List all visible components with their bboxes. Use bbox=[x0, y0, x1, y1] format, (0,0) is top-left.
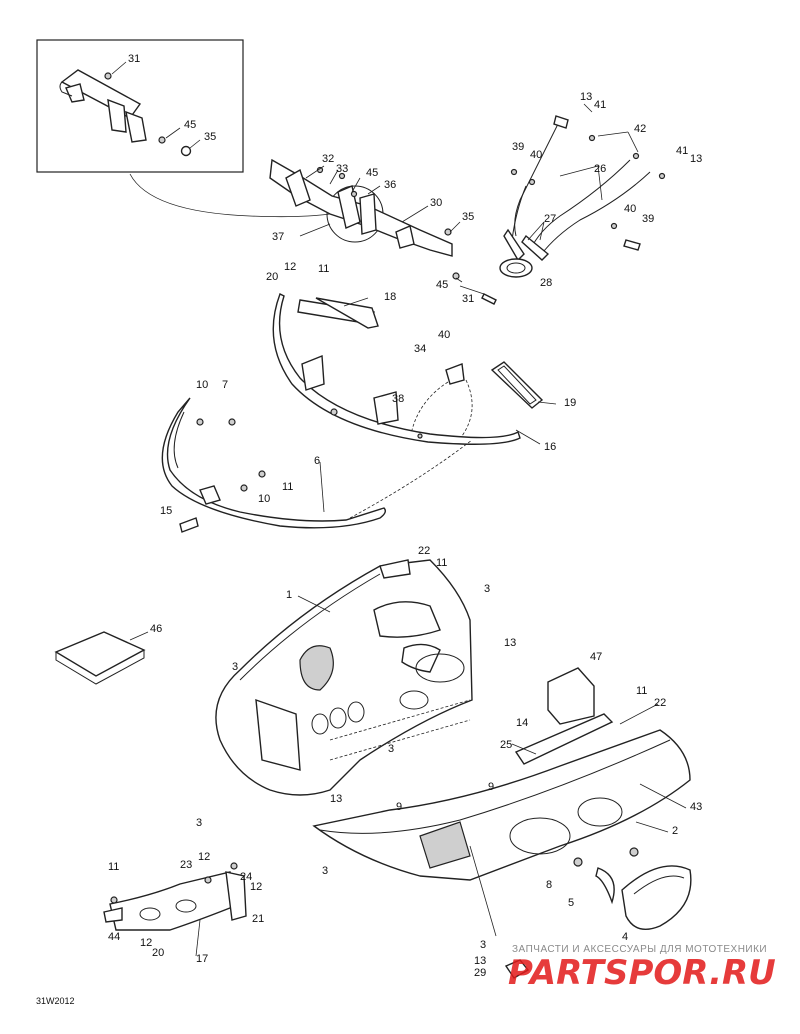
callout-39: 39 bbox=[512, 141, 524, 153]
upper-bracket-assembly bbox=[269, 158, 497, 305]
callout-26: 26 bbox=[594, 163, 606, 175]
callout-13: 13 bbox=[504, 637, 516, 649]
callout-3: 3 bbox=[388, 743, 394, 755]
watermark-caption: ЗАПЧАСТИ И АКСЕССУАРЫ ДЛЯ МОТОТЕХНИКИ bbox=[512, 944, 767, 955]
callout-14: 14 bbox=[516, 717, 528, 729]
callout-9: 9 bbox=[488, 781, 494, 793]
callout-5: 5 bbox=[568, 897, 574, 909]
leader-lines bbox=[129, 103, 687, 957]
callout-23: 23 bbox=[180, 859, 192, 871]
callout-28: 28 bbox=[540, 277, 552, 289]
diagram-code: 31W2012 bbox=[36, 996, 75, 1006]
callout-20: 20 bbox=[266, 271, 278, 283]
callout-6: 6 bbox=[314, 455, 320, 467]
callout-12: 12 bbox=[250, 881, 262, 893]
detail-inset bbox=[36, 39, 244, 173]
cable-assembly bbox=[499, 115, 666, 278]
callout-31: 31 bbox=[128, 53, 140, 65]
callout-47: 47 bbox=[590, 651, 602, 663]
callout-15: 15 bbox=[160, 505, 172, 517]
callout-31: 31 bbox=[462, 293, 474, 305]
part-29 bbox=[504, 959, 530, 979]
callout-40: 40 bbox=[530, 149, 542, 161]
callout-33: 33 bbox=[336, 163, 348, 175]
part-25 bbox=[514, 713, 614, 765]
callout-21: 21 bbox=[252, 913, 264, 925]
part-4 bbox=[621, 865, 692, 930]
callout-12: 12 bbox=[140, 937, 152, 949]
callout-32: 32 bbox=[322, 153, 334, 165]
callout-11: 11 bbox=[318, 263, 329, 275]
callout-46: 46 bbox=[150, 623, 162, 635]
callout-29: 29 bbox=[474, 967, 486, 979]
callout-39: 39 bbox=[642, 213, 654, 225]
callout-2: 2 bbox=[672, 825, 678, 837]
callout-43: 43 bbox=[690, 801, 702, 813]
callout-17: 17 bbox=[196, 953, 208, 965]
callout-18: 18 bbox=[384, 291, 396, 303]
callout-11: 11 bbox=[636, 685, 647, 697]
callout-38: 38 bbox=[392, 393, 404, 405]
callout-13: 13 bbox=[330, 793, 342, 805]
callout-35: 35 bbox=[462, 211, 474, 223]
callout-27: 27 bbox=[544, 213, 556, 225]
part-19 bbox=[490, 361, 544, 409]
callout-1: 1 bbox=[286, 589, 292, 601]
callout-11: 11 bbox=[108, 861, 119, 873]
part-34 bbox=[445, 363, 465, 385]
callout-36: 36 bbox=[384, 179, 396, 191]
callout-25: 25 bbox=[500, 739, 512, 751]
part-46 bbox=[54, 631, 146, 677]
callout-45: 45 bbox=[184, 119, 196, 131]
callout-3: 3 bbox=[232, 661, 238, 673]
callout-40: 40 bbox=[438, 329, 450, 341]
callout-11: 11 bbox=[436, 557, 447, 569]
callout-13: 13 bbox=[580, 91, 592, 103]
callout-11: 11 bbox=[282, 481, 293, 493]
callout-35: 35 bbox=[204, 131, 216, 143]
callout-45: 45 bbox=[436, 279, 448, 291]
bumper-frame bbox=[272, 293, 521, 445]
callout-12: 12 bbox=[284, 261, 296, 273]
rear-pan bbox=[312, 729, 691, 881]
callout-13: 13 bbox=[474, 955, 486, 967]
watermark-logo: PARTSPOR.RU bbox=[508, 953, 776, 993]
callout-44: 44 bbox=[108, 931, 120, 943]
callout-40: 40 bbox=[624, 203, 636, 215]
callout-12: 12 bbox=[198, 851, 210, 863]
callout-22: 22 bbox=[418, 545, 430, 557]
callout-37: 37 bbox=[272, 231, 284, 243]
callout-7: 7 bbox=[222, 379, 228, 391]
callout-4: 4 bbox=[622, 931, 628, 943]
callout-19: 19 bbox=[564, 397, 576, 409]
callout-3: 3 bbox=[322, 865, 328, 877]
callout-41: 41 bbox=[594, 99, 606, 111]
callout-34: 34 bbox=[414, 343, 426, 355]
nose-pan bbox=[215, 559, 473, 796]
callout-10: 10 bbox=[258, 493, 270, 505]
lower-bracket bbox=[103, 862, 247, 931]
callout-24: 24 bbox=[240, 871, 252, 883]
callout-20: 20 bbox=[152, 947, 164, 959]
callout-3: 3 bbox=[480, 939, 486, 951]
callout-30: 30 bbox=[430, 197, 442, 209]
callout-22: 22 bbox=[654, 697, 666, 709]
callout-3: 3 bbox=[484, 583, 490, 595]
callout-8: 8 bbox=[546, 879, 552, 891]
bumper-strip bbox=[161, 397, 387, 533]
callout-42: 42 bbox=[634, 123, 646, 135]
callout-41: 41 bbox=[676, 145, 688, 157]
part-47 bbox=[547, 667, 595, 725]
callout-10: 10 bbox=[196, 379, 208, 391]
callout-45: 45 bbox=[366, 167, 378, 179]
part-5 bbox=[595, 867, 615, 905]
callout-3: 3 bbox=[196, 817, 202, 829]
callout-13: 13 bbox=[690, 153, 702, 165]
callout-9: 9 bbox=[396, 801, 402, 813]
callout-16: 16 bbox=[544, 441, 556, 453]
inset-connector-line bbox=[129, 173, 331, 218]
